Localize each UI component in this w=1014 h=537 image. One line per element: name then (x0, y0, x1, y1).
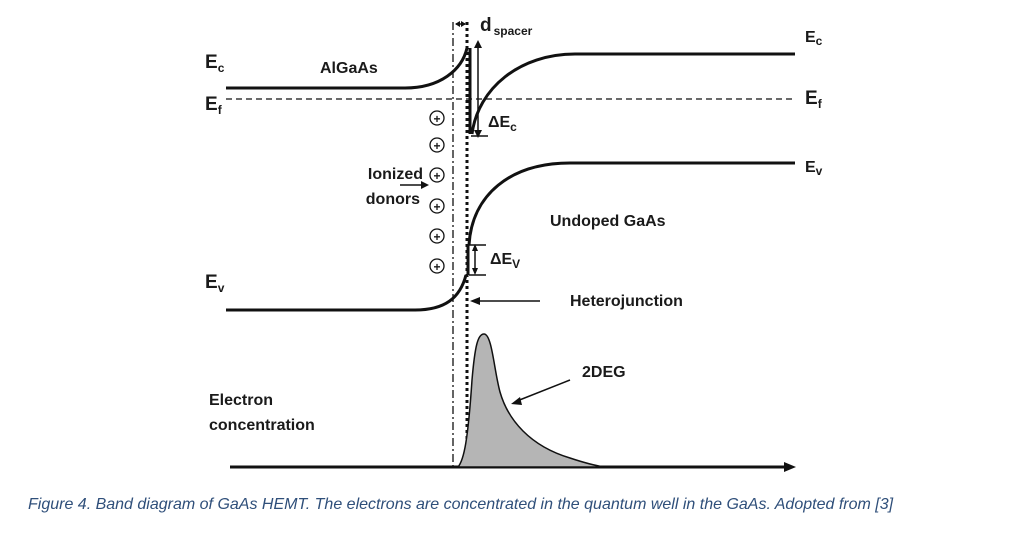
axis-arrowhead (784, 462, 796, 472)
donor-symbol: + (433, 230, 440, 244)
donor-ion: + (429, 198, 445, 214)
arrowhead-right (421, 181, 429, 189)
donor-ion: + (429, 137, 445, 153)
arrowhead-up (474, 40, 482, 48)
ef-right-label: Ef (805, 88, 823, 111)
ec-right-label: Ec (805, 29, 823, 48)
ionized-donors: + + + + + + (429, 110, 445, 274)
donor-symbol: + (433, 260, 440, 274)
electron-label: Electron (209, 392, 273, 409)
algaas-label: AlGaAs (320, 60, 378, 77)
arrowhead (511, 397, 522, 405)
ef-left-label: Ef (205, 94, 223, 117)
delta-ec-label: ΔEc (488, 114, 517, 134)
arrowhead-up (472, 244, 478, 251)
2deg-pointer-arrow (516, 379, 571, 402)
ev-right-label: Ev (805, 159, 823, 178)
arrowhead-right (461, 21, 466, 27)
donor-symbol: + (433, 139, 440, 153)
donor-symbol: + (433, 112, 440, 126)
donor-symbol: + (433, 169, 440, 183)
donor-ion: + (429, 110, 445, 126)
undoped-gaas-label: Undoped GaAs (550, 213, 666, 230)
donor-ion: + (429, 167, 445, 183)
arrowhead-left (470, 297, 480, 305)
valence-band-algaas (226, 274, 468, 312)
arrowhead-left (455, 21, 460, 27)
ev-left-label: Ev (205, 272, 225, 295)
valence-band-gaas (467, 161, 795, 246)
2deg-peak (456, 333, 605, 468)
arrowhead-down (472, 268, 478, 275)
figure-caption: Figure 4. Band diagram of GaAs HEMT. The… (28, 496, 894, 513)
ionized-label: Ionized (368, 166, 423, 183)
concentration-label: concentration (209, 417, 315, 434)
donor-ion: + (429, 258, 445, 274)
heterojunction-label: Heterojunction (570, 293, 683, 310)
donor-ion: + (429, 228, 445, 244)
donors-label: donors (366, 191, 420, 208)
ec-left-label: Ec (205, 52, 225, 75)
2deg-label: 2DEG (582, 364, 626, 381)
donor-symbol: + (433, 200, 440, 214)
delta-ev-label: ΔEV (490, 251, 520, 271)
conduction-band-algaas (226, 47, 469, 90)
conduction-band-gaas (470, 52, 795, 135)
arrowhead-down (474, 130, 482, 138)
